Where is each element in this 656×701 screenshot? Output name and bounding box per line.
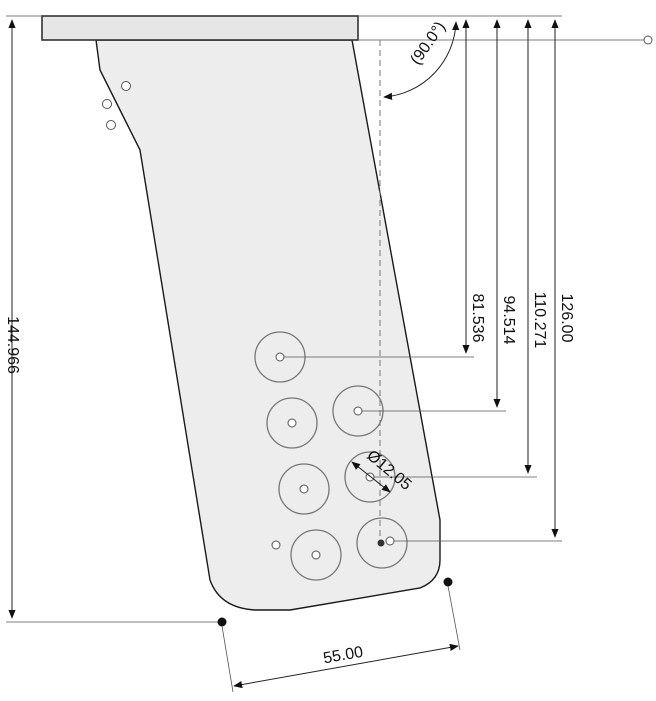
- large-hole[interactable]: [278, 463, 330, 515]
- diameter-leader[interactable]: [351, 461, 391, 493]
- small-hole[interactable]: [106, 120, 116, 130]
- dimension-label-110271[interactable]: 110.271: [531, 292, 548, 349]
- large-hole[interactable]: [290, 529, 342, 581]
- width-dimension-line[interactable]: [233, 643, 459, 689]
- hole-center[interactable]: [299, 484, 309, 494]
- small-hole[interactable]: [102, 99, 112, 109]
- hole-center[interactable]: [353, 406, 363, 416]
- origin-point[interactable]: [377, 539, 385, 547]
- width-point-left[interactable]: [217, 617, 227, 627]
- dimension-label-126[interactable]: 126.00: [558, 294, 575, 343]
- hole-center[interactable]: [275, 352, 285, 362]
- width-point-right[interactable]: [443, 577, 453, 587]
- top-plate[interactable]: [41, 15, 359, 41]
- width-extension-right: [447, 585, 461, 651]
- dimension-label-81536[interactable]: 81.536: [469, 294, 486, 343]
- small-hole[interactable]: [121, 81, 131, 91]
- reference-endpoint[interactable]: [643, 35, 653, 45]
- bracket-body[interactable]: [95, 39, 441, 611]
- overall-height-label[interactable]: 144.966: [4, 316, 21, 374]
- hole-center[interactable]: [287, 418, 297, 428]
- small-hole[interactable]: [271, 540, 281, 550]
- dimension-label-94514[interactable]: 94.514: [500, 296, 517, 345]
- large-hole[interactable]: [356, 517, 408, 569]
- hole-center[interactable]: [385, 536, 395, 546]
- width-label[interactable]: 55.00: [322, 644, 364, 668]
- width-extension-left: [221, 625, 234, 693]
- angle-arc[interactable]: [383, 21, 460, 100]
- hole-center[interactable]: [311, 550, 321, 560]
- large-hole[interactable]: [266, 397, 318, 449]
- angle-label[interactable]: (90.0°): [408, 19, 450, 68]
